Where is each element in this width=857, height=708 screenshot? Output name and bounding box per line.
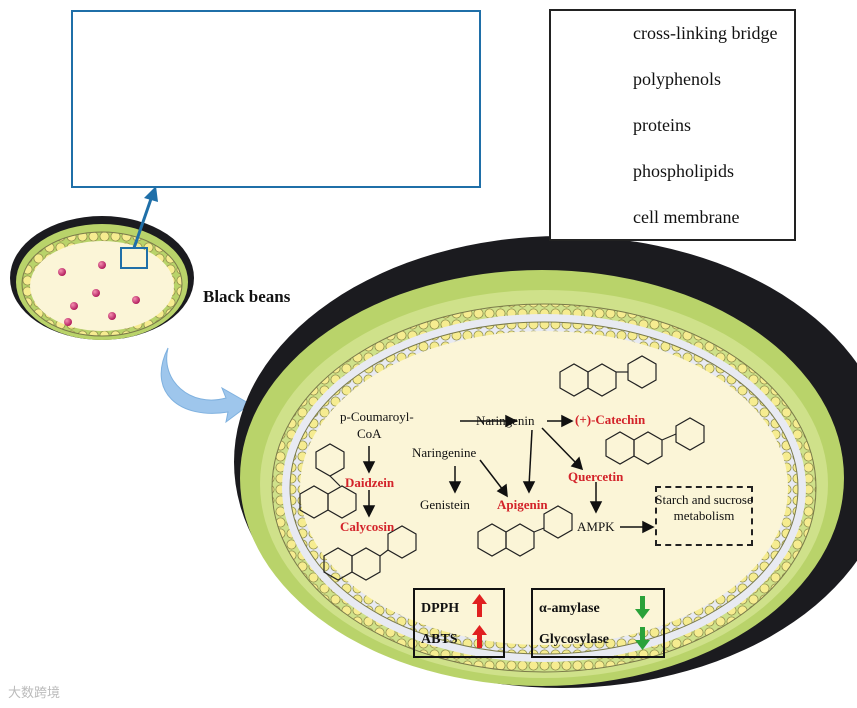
- node-coumaroyl: p-Coumaroyl-: [340, 409, 414, 424]
- dpph-label: DPPH: [421, 601, 460, 616]
- structure-quercetin-icon: [605, 417, 705, 465]
- structure-apigenin-icon: [477, 505, 573, 557]
- glycosylase-down-arrow-icon: [635, 627, 650, 650]
- legend-label-phospholipids: phospholipids: [633, 161, 735, 181]
- pathway-arrows: [362, 414, 655, 534]
- legend-label-bridge: cross-linking bridge: [633, 23, 778, 43]
- amylase-label: α-amylase: [539, 601, 600, 616]
- bean-title: Black beans: [203, 287, 291, 306]
- calcium-ion-label: Ca²⁺: [183, 46, 227, 68]
- legend-label-proteins: proteins: [633, 115, 691, 135]
- curved-arrow-icon: [160, 347, 251, 424]
- structure-calycosin-icon: [323, 525, 417, 581]
- enzyme-box: [531, 588, 665, 658]
- node-daidzein: Daidzein: [345, 475, 395, 490]
- watermark: 大数跨境: [8, 686, 61, 701]
- node-ampk: AMPK: [577, 519, 615, 534]
- structure-catechin-icon: [559, 355, 657, 397]
- dpph-up-arrow-icon: [472, 594, 487, 617]
- node-genistein: Genistein: [420, 497, 470, 512]
- node-quercetin: Quercetin: [568, 469, 624, 484]
- large-bean-icon: [234, 236, 857, 688]
- starch-metabolism-box: [655, 486, 753, 546]
- node-catechin: (+)-Catechin: [575, 412, 646, 427]
- antioxidant-box: [413, 588, 505, 658]
- structure-daidzein-icon: [299, 443, 357, 519]
- glycosylase-label: Glycosylase: [539, 632, 609, 647]
- node-apigenin: Apigenin: [497, 497, 548, 512]
- starch-metabolism-label: Starch and sucrose metabolism: [655, 492, 753, 523]
- node-naringenin: Naringenin: [476, 413, 535, 428]
- membrane-zoom-panel: [71, 10, 481, 188]
- legend-label-polyphenols: polyphenols: [633, 69, 721, 89]
- amylase-down-arrow-icon: [635, 596, 650, 619]
- legend-label-membrane: cell membrane: [633, 207, 740, 227]
- legend: cross-linking bridge polyphenols protein…: [549, 9, 796, 241]
- node-naringenine: Naringenine: [412, 445, 477, 460]
- abts-label: ABTS: [421, 632, 458, 647]
- node-calycosin: Calycosin: [340, 519, 395, 534]
- small-bean-icon: [10, 216, 194, 340]
- calcium-ion-label: Ca²⁺: [319, 46, 363, 68]
- node-coa: CoA: [357, 426, 382, 441]
- abts-up-arrow-icon: [472, 625, 487, 648]
